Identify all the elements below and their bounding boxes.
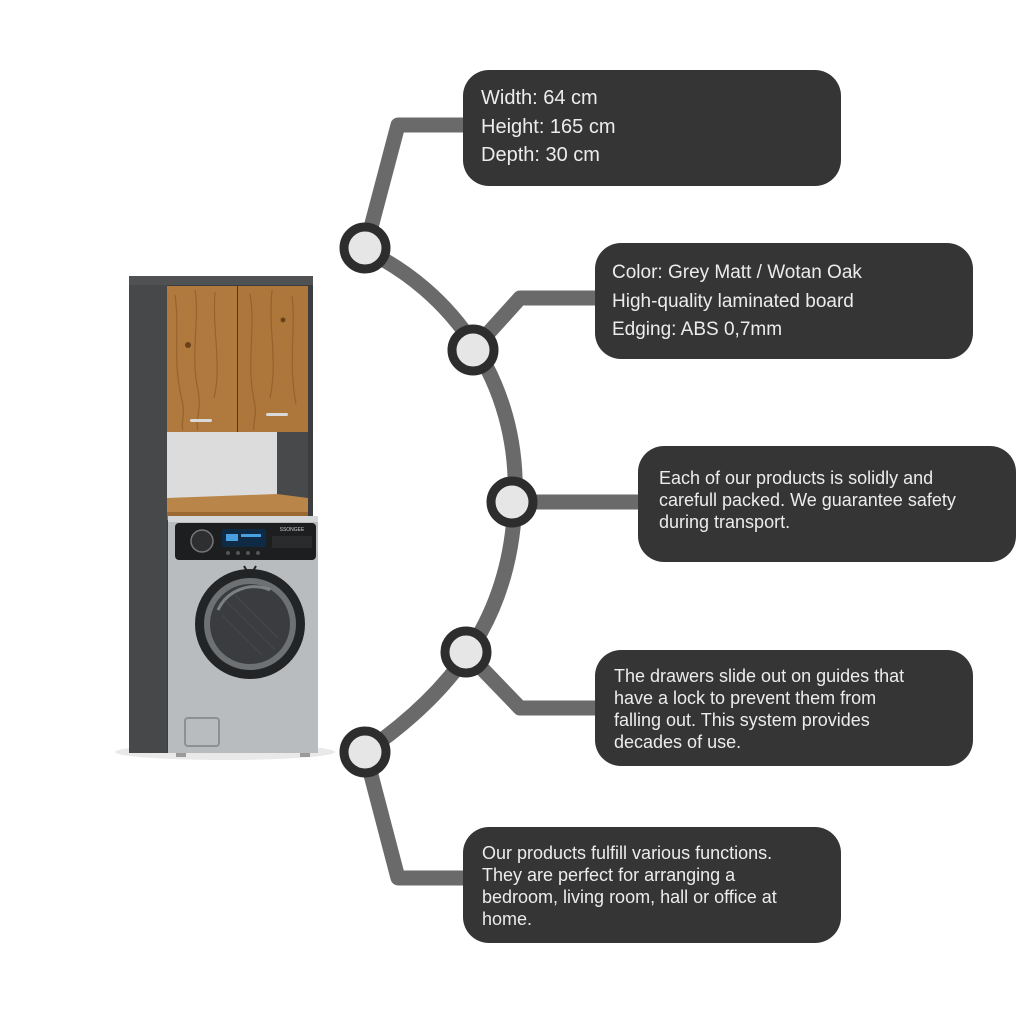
- feature-text: Height: 165 cm: [481, 115, 616, 138]
- door-handle-left: [190, 419, 212, 422]
- filter-hatch: [184, 717, 220, 747]
- node-material: [447, 324, 499, 376]
- feature-text: have a lock to prevent them from: [614, 688, 877, 708]
- feature-box-drawers: The drawers slide out on guides that hav…: [595, 650, 973, 766]
- open-niche: [167, 432, 277, 498]
- feature-box-packaging: Each of our products is solidly and care…: [638, 446, 1016, 562]
- oak-door-left: [167, 286, 237, 432]
- connector-drawers: [458, 644, 603, 716]
- feature-text: decades of use.: [614, 732, 742, 752]
- connector-functions: [357, 744, 471, 886]
- feature-text: during transport.: [659, 512, 791, 532]
- feature-text: Each of our products is solidly and: [659, 468, 934, 488]
- feature-box-functions: Our products fulfill various functions. …: [463, 827, 841, 943]
- feature-text: High-quality laminated board: [612, 290, 854, 312]
- feature-text: Depth: 30 cm: [481, 144, 600, 166]
- feature-box-dimensions: Width: 64 cm Height: 165 cm Depth: 30 cm: [463, 70, 841, 186]
- feature-text: home.: [482, 909, 533, 929]
- feature-text: falling out. This system provides: [614, 710, 870, 730]
- washer-brand: SSONGEE: [280, 527, 305, 533]
- node-dimensions: [339, 222, 391, 274]
- feature-text: They are perfect for arranging a: [482, 865, 736, 885]
- node-drawers: [440, 626, 492, 678]
- feature-text: carefull packed. We guarantee safety: [659, 490, 956, 510]
- feature-text: bedroom, living room, hall or office at: [482, 887, 777, 907]
- node-packaging: [486, 476, 538, 528]
- connector-dimensions: [357, 117, 471, 258]
- feature-text: Width: 64 cm: [481, 87, 598, 109]
- feature-text: Edging: ABS 0,7mm: [612, 319, 783, 340]
- door-handle-right: [266, 413, 288, 416]
- feature-text: Color: Grey Matt / Wotan Oak: [612, 262, 862, 283]
- feature-box-material: Color: Grey Matt / Wotan Oak High-qualit…: [595, 243, 973, 359]
- node-functions: [339, 726, 391, 778]
- feature-text: The drawers slide out on guides that: [614, 666, 905, 686]
- feature-text: Our products fulfill various functions.: [482, 843, 773, 863]
